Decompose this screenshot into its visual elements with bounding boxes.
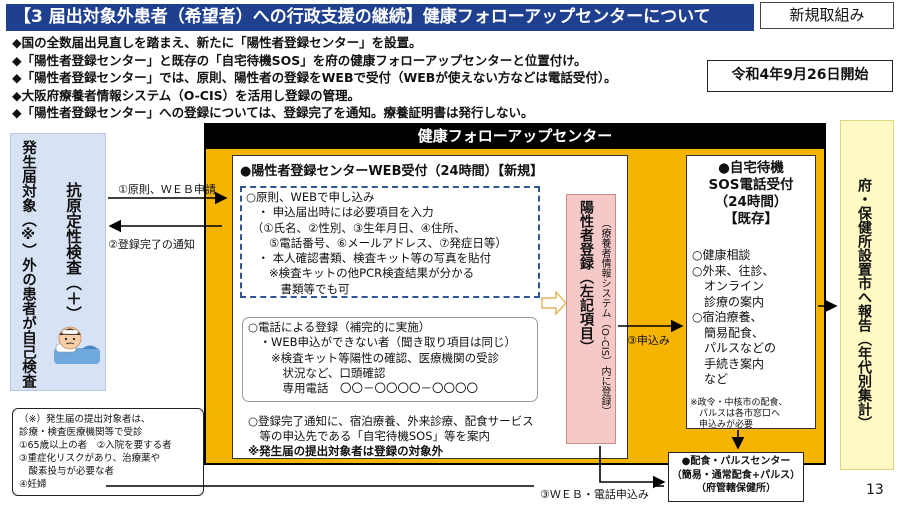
sos-note: ※政令・中核市の配食、 パルスは各市窓口へ 申込みが必要 (690, 398, 788, 431)
sos-item: など (692, 372, 729, 386)
footnote-line: （※）発生届の提出対象者は、 (19, 414, 151, 425)
done-line: ○登録完了通知に、宿泊療養、外来診療、配食サービス (248, 414, 534, 428)
sos-phone-box (686, 155, 816, 429)
bullet-item: ◆大阪府療養者情報システム（O-CIS）を活用し登録の管理。 (12, 87, 361, 103)
start-date-box: 令和4年9月26日開始 (707, 60, 893, 92)
footnote-line: ④妊婦 (19, 479, 47, 490)
new-initiative-badge: 新規取組み (760, 2, 894, 29)
bullet-item: ◆「陽性者登録センター」と既存の「自宅待機SOS」を府の健康フォローアップセンタ… (12, 52, 587, 68)
footnote-line: 診療・検査医療機関等で受診 (19, 427, 143, 438)
follow-up-center-header: 健康フォローアップセンター (204, 123, 826, 149)
web-line: ※検査キットの他PCR検査結果が分かる (246, 266, 475, 281)
meal-line: ●配食・パルスセンター (681, 456, 791, 467)
done-line: 等の申込先である「自宅待機SOS」等を案内 (248, 429, 491, 443)
phone-line: ・WEB申込ができない者（聞き取り項目は同じ） (248, 335, 517, 350)
sos-title-line: SOS電話受付 (708, 177, 794, 193)
sos-item: ○健康相談 (692, 248, 751, 262)
web-line: ・ 申込届出時には必要項目を入力 (246, 205, 434, 220)
web-application-detail-box (240, 186, 540, 298)
phone-line: ※検査キット等陽性の確認、医療機関の受診 (248, 350, 500, 365)
sos-title-line: 【既存】 (724, 211, 778, 227)
apply-arrow-label: ③申込み (627, 334, 670, 347)
bullet-item: ◆「陽性者登録センター」への登録については、登録完了を通知。療養証明書は発行しな… (12, 105, 534, 120)
sos-item: 簡易配食、 (692, 325, 765, 340)
bullet-item: ◆「陽性者登録センター」では、原則、陽性者の登録をWEBで受付（WEBが使えない… (12, 70, 617, 85)
done-line: ※発生届の提出対象者は登録の対象外 (248, 444, 444, 458)
footnote-line: ①65歳以上の者 ②入院を要する者 (19, 440, 172, 451)
meal-pulse-center-text: ●配食・パルスセンター （簡易・通常配食+パルス） （府管轄保健所） (668, 455, 804, 496)
sos-note-line: ※政令・中核市の配食、 (690, 398, 788, 408)
summary-bullets: ◆国の全数届出見直しを踏まえ、新たに「陽性者登録センター」を設置。 ◆「陽性者登… (12, 34, 702, 122)
prefecture-report-column (840, 120, 894, 470)
web-line: ・ 本人確認書類、検査キット等の写真を貼付 (246, 251, 492, 266)
phone-registration-text: ○電話による登録（補完的に実施） ・WEB申込ができない者（聞き取り項目は同じ）… (248, 320, 516, 396)
target-footnote: （※）発生届の提出対象者は、 診療・検査医療機関等で受診 ①65歳以上の者 ②入… (12, 408, 204, 496)
sos-title-line: （24時間） (714, 194, 788, 210)
sos-item: ○宿泊療養、 (692, 310, 763, 324)
sos-item: 診療の案内 (692, 294, 765, 309)
meal-pulse-center-box (668, 452, 804, 502)
web-line: ⑤電話番号、⑥メールアドレス、⑦発症日等） (246, 235, 507, 250)
page-title: 【3 届出対象外患者（希望者）への行政支援の継続】健康フォローアップセンターにつ… (6, 4, 754, 31)
web-line: ○原則、WEBで申し込み (246, 190, 375, 204)
phone-registration-box (242, 317, 538, 402)
ocis-registration-label: （療養者情報システム（O-CIS）内に登録） (599, 218, 610, 417)
positive-registration-label: 陽性者登録（左記項目） (578, 200, 594, 354)
page-number: 13 (866, 482, 884, 498)
meal-line: （簡易・通常配食+パルス） (671, 469, 801, 481)
web-line: 書類等でも可 (246, 281, 350, 296)
prefecture-report-label: 府・保健所設置市へ報告（年代別集計） (856, 178, 872, 430)
web-line: （①氏名、②性別、③生年月日、④住所、 (246, 220, 466, 235)
sos-item: 手続き案内 (692, 356, 765, 371)
sos-item: オンライン (692, 279, 765, 293)
phone-line: ○電話による登録（補完的に実施） (248, 320, 431, 334)
sos-title-line: ●自宅待機 (718, 160, 784, 176)
positive-registration-box (566, 194, 616, 444)
meal-line: （府管轄保健所） (696, 483, 776, 494)
footnote-line: ③重症化リスクがあり、治療薬や (19, 453, 161, 464)
sos-title: ●自宅待機 SOS電話受付 （24時間） 【既存】 (686, 160, 816, 228)
sos-note-line: パルスは各市窓口へ (690, 409, 781, 419)
patient-description: 発生届対象（※）外の患者が自己検査 (20, 140, 36, 388)
done-notice-arrow-label: ②登録完了の通知 (108, 238, 195, 251)
completion-notice-text: ○登録完了通知に、宿泊療養、外来診療、配食サービス 等の申込先である「自宅待機S… (248, 414, 534, 459)
antigen-test-label: 抗原定性検査（＋） (64, 182, 82, 322)
phone-line: 専用電話 〇〇－〇〇〇〇－〇〇〇〇 (248, 381, 478, 396)
bullet-item: ◆国の全数届出見直しを踏まえ、新たに「陽性者登録センター」を設置。 (12, 35, 422, 50)
sos-service-list: ○健康相談 ○外来、往診、 オンライン 診療の案内 ○宿泊療養、 簡易配食、 パ… (692, 248, 776, 388)
web-apply-arrow-label: ①原則、ＷＥＢ申請 (118, 183, 216, 196)
sos-note-line: 申込みが必要 (690, 420, 754, 430)
footnote-line: 酸素投与が必要な者 (19, 466, 115, 477)
web-registration-title: ●陽性者登録センターWEB受付（24時間）【新規】 (240, 164, 544, 179)
sick-patient-icon (54, 326, 100, 364)
sos-item: ○外来、往診、 (692, 263, 775, 278)
web-phone-apply-arrow-label: ③ＷＥＢ・電話申込み (540, 488, 649, 501)
sos-item: パルスなどの (692, 341, 777, 355)
web-application-text: ○原則、WEBで申し込み ・ 申込届出時には必要項目を入力 （①氏名、②性別、③… (246, 190, 507, 297)
phone-line: 状況など、口頭確認 (248, 365, 386, 380)
